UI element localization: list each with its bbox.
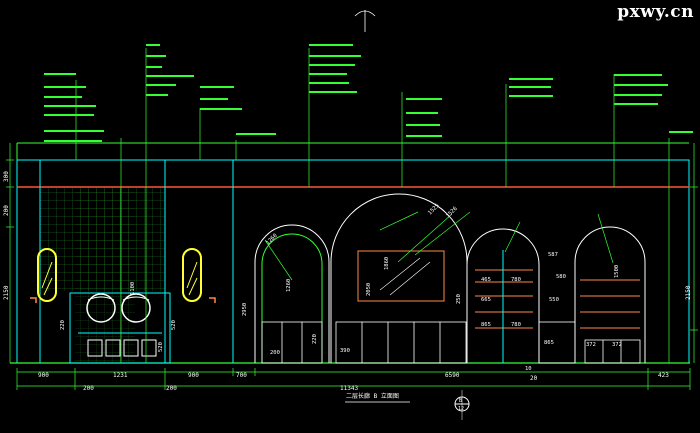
svg-text:1100: 1100 <box>130 282 136 295</box>
svg-text:1525: 1525 <box>427 203 441 217</box>
svg-text:220: 220 <box>60 320 66 330</box>
svg-text:465: 465 <box>481 277 491 283</box>
svg-text:372: 372 <box>586 342 596 348</box>
washbasin-unit <box>69 292 171 364</box>
dim-left-1: 300 <box>3 171 10 182</box>
top-reference-arc <box>354 10 376 17</box>
svg-text:2050: 2050 <box>366 283 372 296</box>
svg-text:390: 390 <box>340 348 350 354</box>
arch-leaders <box>264 211 614 281</box>
annotation-leaders <box>75 48 670 363</box>
svg-text:780: 780 <box>511 277 521 283</box>
svg-text:220: 220 <box>312 334 318 344</box>
mirror-right <box>182 248 216 303</box>
svg-text:780: 780 <box>511 322 521 328</box>
drawing-title: 二层长廊 B 立面图 <box>346 392 399 400</box>
dim-bottom-6: 423 <box>658 372 669 379</box>
svg-text:10: 10 <box>525 366 532 372</box>
svg-text:587: 587 <box>548 252 558 258</box>
arch-shelf <box>466 228 540 363</box>
note-block-6 <box>406 98 442 137</box>
svg-text:665: 665 <box>481 297 491 303</box>
dim-bottom-10: 20 <box>530 375 538 382</box>
dim-bottom-7: 200 <box>83 385 94 392</box>
dim-bottom-3: 900 <box>188 372 199 379</box>
note-block-3 <box>200 86 242 110</box>
svg-text:1500: 1500 <box>614 265 620 278</box>
dim-right-1: 2150 <box>685 285 692 300</box>
section-marker: B 12 <box>454 390 470 420</box>
svg-text:580: 580 <box>556 274 566 280</box>
svg-text:550: 550 <box>549 297 559 303</box>
dim-left-2: 200 <box>3 205 10 216</box>
dim-bottom-4: 700 <box>236 372 247 379</box>
tile-zone <box>39 160 234 363</box>
svg-text:520: 520 <box>171 320 177 330</box>
svg-text:1526: 1526 <box>445 206 459 220</box>
arch-left <box>254 224 330 363</box>
note-block-2 <box>146 44 194 96</box>
note-block-7 <box>509 78 553 97</box>
arch-center <box>330 193 468 363</box>
note-block-8 <box>614 74 668 105</box>
svg-text:2950: 2950 <box>242 303 248 316</box>
svg-text:1860: 1860 <box>384 257 390 270</box>
mirror-left <box>30 248 57 303</box>
note-block-5 <box>309 44 361 93</box>
dimension-right <box>690 143 698 363</box>
note-block-9 <box>669 131 693 133</box>
dim-bottom-8: 200 <box>166 385 177 392</box>
dim-bottom-5: 6590 <box>445 372 460 379</box>
annotation-notes <box>44 44 693 142</box>
svg-text:12: 12 <box>458 406 464 412</box>
dim-bottom-9: 11343 <box>340 385 358 392</box>
dim-bottom-1: 900 <box>38 372 49 379</box>
svg-text:865: 865 <box>481 322 491 328</box>
arch-right <box>574 226 646 363</box>
svg-text:250: 250 <box>456 294 462 304</box>
svg-text:1260: 1260 <box>286 279 292 292</box>
dimension-left <box>6 143 14 363</box>
note-block-4 <box>236 133 276 135</box>
svg-text:865: 865 <box>544 340 554 346</box>
svg-text:520: 520 <box>158 342 164 352</box>
lower-cabinets <box>261 321 641 364</box>
svg-text:372: 372 <box>612 342 622 348</box>
dim-left-3: 2150 <box>3 285 10 300</box>
dim-bottom-2: 1231 <box>113 372 128 379</box>
svg-text:B: B <box>459 398 462 404</box>
dimension-bottom <box>16 368 691 390</box>
note-block-1 <box>44 73 104 142</box>
watermark: pxwy.cn <box>617 2 694 22</box>
svg-text:200: 200 <box>270 350 280 356</box>
